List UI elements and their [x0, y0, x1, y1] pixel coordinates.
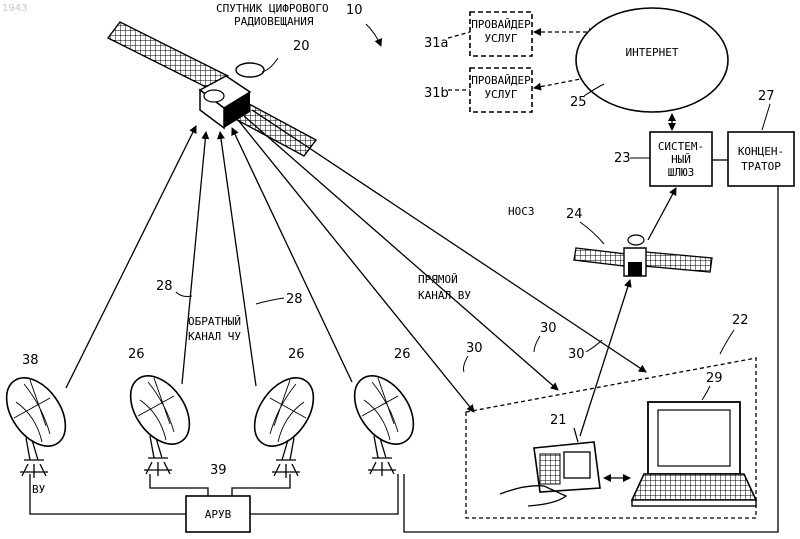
- satellite-solar-panel-left: [108, 22, 228, 92]
- return-channel-line2: КАНАЛ ЧУ: [188, 330, 241, 343]
- satellite-label-line2: РАДИОВЕЩАНИЯ: [234, 15, 314, 28]
- return-channel-line1: ОБРАТНЫЙ: [188, 315, 241, 328]
- corner-mark: 1943: [2, 3, 27, 14]
- gateway-line1: СИСТЕМ-: [658, 140, 704, 153]
- ref-return-right: 28: [286, 292, 303, 307]
- nosc-label: НОСЗ: [508, 205, 535, 218]
- ref-antenna-2: 26: [288, 347, 305, 362]
- provider-a-line2: УСЛУГ: [484, 32, 517, 45]
- gateway-line3: ШЛЮЗ: [668, 166, 695, 179]
- ref-handheld: 21: [550, 413, 567, 428]
- ground-antenna-26b: [243, 367, 326, 478]
- ref-concentrator: 27: [758, 89, 775, 104]
- internet-label: ИНТЕРНЕТ: [626, 46, 679, 59]
- handheld-keypad: [540, 454, 560, 484]
- wire-aruv-antenna26c: [250, 474, 398, 514]
- return-beam-antenna-26a: [182, 132, 206, 384]
- wire-antenna26b-aruv: [232, 474, 290, 496]
- concentrator-box: [728, 132, 794, 186]
- ref-return-left: 28: [156, 279, 173, 294]
- forward-channel-line2: КАНАЛ ВУ: [418, 289, 471, 302]
- provider-a-line1: ПРОВАЙДЕР: [471, 18, 531, 31]
- concentrator-line1: КОНЦЕН-: [738, 145, 784, 158]
- concentrator-line2: ТРАТОР: [741, 160, 781, 173]
- nosc-solar-panel-right: [644, 252, 712, 272]
- ref-antenna-1: 26: [128, 347, 145, 362]
- ref-forward-2: 30: [540, 321, 557, 336]
- aruv-label: АРУВ: [205, 508, 232, 521]
- ground-antenna-38: [0, 367, 77, 478]
- ref-nosc: 24: [566, 207, 583, 222]
- satellite-dish-antenna: [236, 63, 264, 77]
- ref-provider-b: 31b: [424, 86, 449, 101]
- ref-system: 10: [346, 3, 363, 18]
- vu-label: ВУ: [32, 483, 46, 496]
- laptop: [632, 402, 756, 506]
- nosc-satellite: [574, 235, 712, 276]
- laptop-keyboard: [632, 474, 756, 500]
- link-handheld-nosc: [580, 280, 630, 436]
- ref-client-area: 22: [732, 313, 749, 328]
- ground-antenna-26c: [343, 365, 426, 476]
- satellite-label-line1: СПУТНИК ЦИФРОВОГО: [216, 2, 329, 15]
- ref-gateway: 23: [614, 151, 631, 166]
- return-beam-antenna-26b: [220, 132, 256, 386]
- ref-provider-a: 31a: [424, 36, 449, 51]
- ref-satellite: 20: [293, 39, 310, 54]
- ref-antenna-main: 38: [22, 353, 39, 368]
- ref-antenna-3: 26: [394, 347, 411, 362]
- link-nosc-gateway: [648, 188, 676, 240]
- ref-forward-3: 30: [568, 347, 585, 362]
- nosc-solar-panel-left: [574, 248, 626, 266]
- wire-antenna26a-aruv: [150, 474, 208, 496]
- broadcast-satellite: [108, 22, 316, 156]
- handheld-device: [500, 428, 600, 506]
- handheld-antenna: [574, 428, 578, 442]
- forward-beam-1: [238, 120, 474, 412]
- ref-aruv: 39: [210, 463, 227, 478]
- ground-antenna-26a: [119, 365, 202, 476]
- wire-antenna38-aruv: [30, 474, 186, 514]
- internet-cloud: [576, 8, 728, 112]
- forward-channel-line1: ПРЯМОЙ: [418, 273, 458, 286]
- ref-forward-1: 30: [466, 341, 483, 356]
- handheld-screen: [564, 452, 590, 478]
- forward-beam-3: [252, 110, 646, 372]
- ref-laptop: 29: [706, 371, 723, 386]
- laptop-screen: [658, 410, 730, 466]
- gateway-line2: НЫЙ: [671, 153, 691, 166]
- provider-b-line1: ПРОВАЙДЕР: [471, 74, 531, 87]
- nosc-dish-antenna: [628, 235, 644, 245]
- ref-internet: 25: [570, 95, 587, 110]
- provider-b-line2: УСЛУГ: [484, 88, 517, 101]
